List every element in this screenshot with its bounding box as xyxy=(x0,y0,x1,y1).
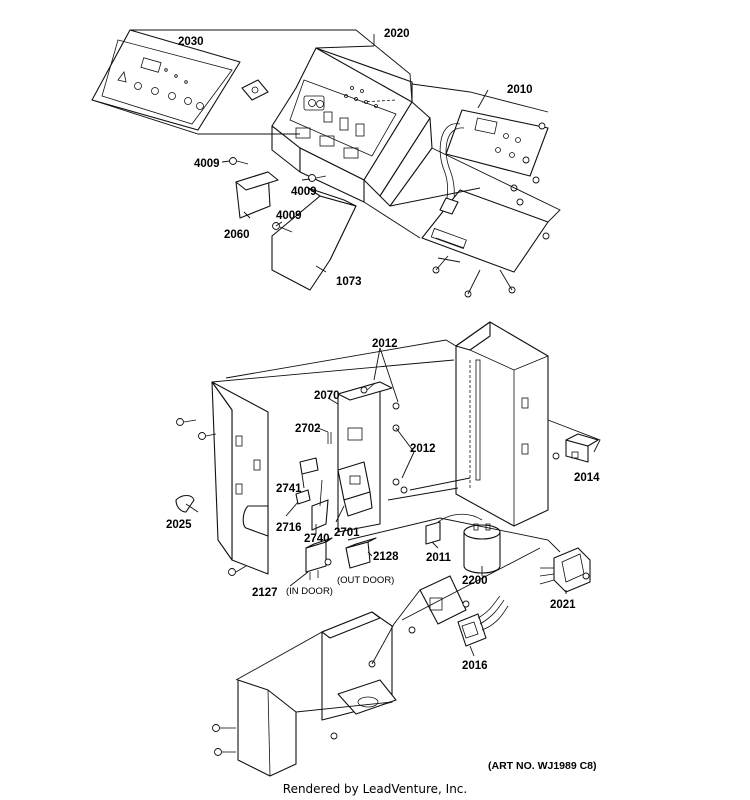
callout-2010: 2010 xyxy=(507,84,533,96)
callout-2016: 2016 xyxy=(462,660,488,672)
callout-2128: 2128 xyxy=(373,551,399,563)
callout-2012-a: 2012 xyxy=(372,338,398,350)
capacitor-clip-2702[interactable] xyxy=(327,432,332,444)
control-board-2010[interactable] xyxy=(421,109,549,273)
callout-2702: 2702 xyxy=(295,423,321,435)
switch-2128-out-door[interactable] xyxy=(345,537,377,569)
callout-2716: 2716 xyxy=(276,522,302,534)
lower-screws xyxy=(176,383,590,756)
callout-2020: 2020 xyxy=(384,28,410,40)
callout-2012-b: 2012 xyxy=(410,443,436,455)
callout-2070: 2070 xyxy=(314,390,340,402)
enclosure-cover-1073[interactable] xyxy=(271,187,357,291)
callout-2740: 2740 xyxy=(304,533,330,545)
callout-2701: 2701 xyxy=(334,527,360,539)
callout-2741: 2741 xyxy=(276,483,302,495)
strap-2011[interactable] xyxy=(425,513,483,545)
switch-2127-in-door[interactable] xyxy=(305,537,333,580)
bracket-small[interactable] xyxy=(419,575,467,625)
terminal-block-2016[interactable] xyxy=(457,595,509,647)
note-out-door: (OUT DOOR) xyxy=(337,575,394,586)
bottom-control-box[interactable] xyxy=(237,611,397,777)
box-cover-2060[interactable] xyxy=(235,171,279,219)
callout-1073: 1073 xyxy=(336,276,362,288)
art-number: (ART NO. WJ1989 C8) xyxy=(488,760,597,772)
control-housing-2020[interactable] xyxy=(271,47,433,207)
note-in-door: (IN DOOR) xyxy=(286,586,333,597)
callout-2060: 2060 xyxy=(224,229,250,241)
callout-2030: 2030 xyxy=(178,36,204,48)
side-chassis[interactable] xyxy=(455,321,549,527)
lower-leader-lines xyxy=(185,339,601,713)
callout-2014: 2014 xyxy=(574,472,600,484)
relay-2014[interactable] xyxy=(565,433,599,463)
left-side-panel[interactable] xyxy=(211,381,269,575)
callout-2011: 2011 xyxy=(426,552,452,564)
callout-4009-c: 4009 xyxy=(276,210,302,222)
callout-4009-a: 4009 xyxy=(194,158,220,170)
button-label[interactable] xyxy=(241,79,269,101)
clip-2025[interactable] xyxy=(175,494,195,513)
thermostat-2701[interactable] xyxy=(337,461,373,517)
capacitor-2200[interactable] xyxy=(463,523,501,574)
callout-2127: 2127 xyxy=(252,587,278,599)
bracket-2740[interactable] xyxy=(311,479,329,531)
transformer-2021[interactable] xyxy=(539,547,591,593)
switch-2741[interactable] xyxy=(295,457,319,505)
callout-2025: 2025 xyxy=(166,519,192,531)
callout-4009-b: 4009 xyxy=(291,186,317,198)
control-panel-overlay-2030[interactable] xyxy=(91,29,241,131)
callout-2021: 2021 xyxy=(550,599,576,611)
upper-leader-lines xyxy=(91,29,561,295)
rendered-by-credit: Rendered by LeadVenture, Inc. xyxy=(282,782,468,796)
callout-2200: 2200 xyxy=(462,575,488,587)
callout-labels: 2030 2020 2010 4009 4009 4009 2060 1073 … xyxy=(166,28,600,672)
